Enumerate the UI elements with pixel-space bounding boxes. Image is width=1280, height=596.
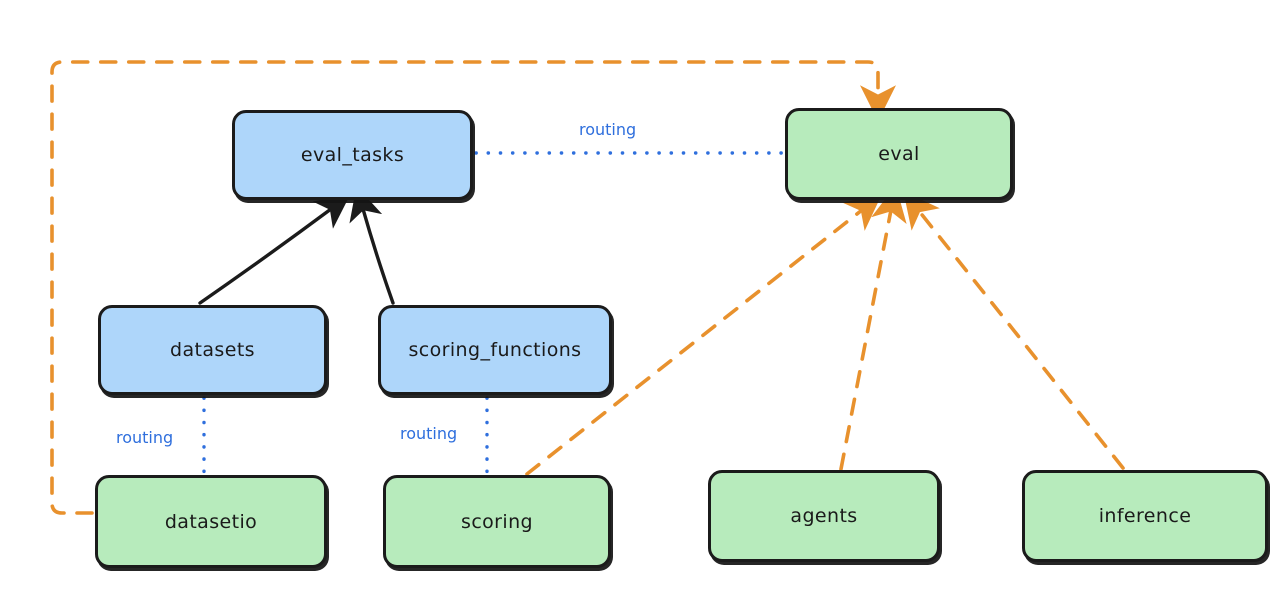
node-datasets[interactable]: datasets	[98, 305, 327, 395]
edge-datasets-to-eval_tasks	[198, 194, 351, 305]
edge-label-routing-datasets-datasetio: routing	[116, 428, 174, 447]
node-label-scoring_functions: scoring_functions	[408, 339, 582, 361]
edge-label-routing-scoring_functions-scoring: routing	[400, 424, 458, 443]
node-label-inference: inference	[1098, 505, 1192, 527]
edge-scoring_functions-to-eval_tasks	[349, 186, 395, 305]
edge-agents-to-eval	[839, 185, 907, 471]
node-datasetio[interactable]: datasetio	[95, 475, 327, 568]
node-eval_tasks[interactable]: eval_tasks	[232, 110, 473, 200]
edge-scoring-to-eval	[525, 194, 882, 476]
node-label-agents: agents	[790, 505, 858, 527]
node-inference[interactable]: inference	[1022, 470, 1268, 562]
node-agents[interactable]: agents	[708, 470, 940, 562]
node-scoring_functions[interactable]: scoring_functions	[378, 305, 612, 395]
node-scoring[interactable]: scoring	[383, 475, 611, 568]
node-label-scoring: scoring	[461, 510, 533, 533]
edge-datasetio-to-eval	[50, 60, 896, 515]
edge-inference-to-eval	[903, 191, 1125, 470]
node-label-datasetio: datasetio	[164, 510, 258, 533]
node-eval[interactable]: eval	[785, 108, 1013, 200]
edge-label-routing-eval_tasks-eval: routing	[579, 120, 637, 139]
node-label-datasets: datasets	[170, 339, 255, 361]
node-label-eval: eval	[878, 143, 920, 165]
node-label-eval_tasks: eval_tasks	[300, 144, 405, 166]
